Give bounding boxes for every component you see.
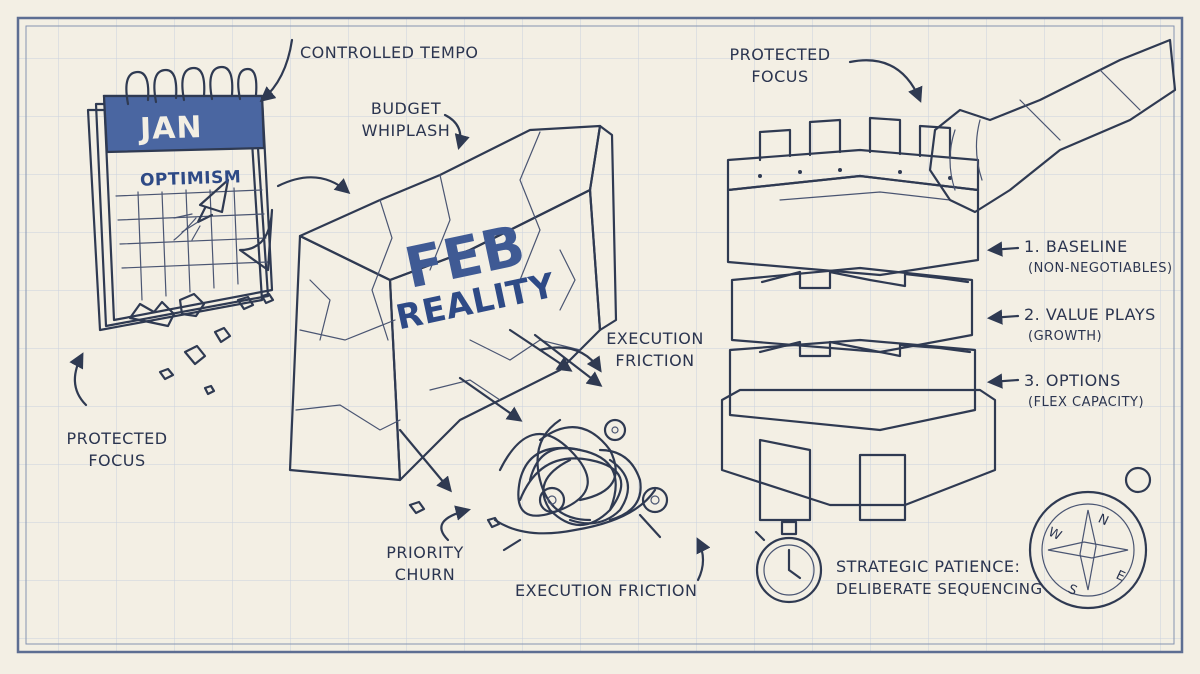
label-priority: PRIORITY [386, 543, 464, 562]
strategy-line-1: STRATEGIC PATIENCE: [836, 557, 1021, 576]
label-focus: FOCUS [88, 451, 146, 470]
label-execution-friction-top: EXECUTION FRICTION [600, 328, 710, 372]
tower-layer-sub: (FLEX CAPACITY) [1028, 395, 1145, 410]
calendar-month: JAN [139, 109, 204, 148]
label-protected: PROTECTED [729, 45, 831, 64]
label-protected: PROTECTED [66, 429, 168, 448]
tower-layer-title: 1. BASELINE [1024, 237, 1128, 256]
label-protected-focus-top: PROTECTED FOCUS [725, 44, 835, 88]
tower-layer-label-1: 1. BASELINE (NON-NEGOTIABLES) [1024, 236, 1173, 280]
compass-icon [1028, 466, 1152, 610]
label-execution: EXECUTION [606, 329, 704, 348]
cracked-wall [288, 124, 618, 482]
frame-border [16, 16, 1184, 654]
stopwatch-icon [754, 520, 823, 604]
tangled-cables-icon [493, 418, 669, 552]
tower-layer-sub: (GROWTH) [1028, 329, 1103, 344]
label-protected-focus-left: PROTECTED FOCUS [62, 428, 172, 472]
label-churn: CHURN [394, 565, 456, 584]
calendar-icon [86, 65, 274, 332]
tower-layer-sub: (NON-NEGOTIABLES) [1028, 261, 1173, 276]
label-budget-whiplash: BUDGET WHIPLASH [356, 98, 456, 142]
calendar-caption: OPTIMISM [139, 167, 242, 191]
label-budget: BUDGET [370, 99, 442, 118]
tower-layer-3 [728, 338, 977, 432]
gloved-hand-icon [928, 38, 1177, 214]
debris [158, 292, 501, 529]
gear-icon [538, 418, 669, 514]
tower-layer-2 [730, 266, 974, 354]
tower-layer-title: 3. OPTIONS [1024, 371, 1121, 390]
label-whiplash: WHIPLASH [361, 121, 451, 140]
label-execution-friction-bottom: EXECUTION FRICTION [515, 581, 698, 600]
flow-arrow-calendar-to-wall [276, 176, 351, 195]
tower-layer-title: 2. VALUE PLAYS [1024, 305, 1156, 324]
tower-layer-label-2: 2. VALUE PLAYS (GROWTH) [1024, 304, 1156, 348]
label-priority-churn: PRIORITY CHURN [380, 542, 470, 586]
label-focus: FOCUS [751, 67, 809, 86]
rocket-icon [173, 178, 230, 241]
tower-layer-label-3: 3. OPTIONS (FLEX CAPACITY) [1024, 370, 1144, 414]
label-friction: FRICTION [615, 351, 695, 370]
annotation-arrows [69, 38, 1020, 582]
strategy-label: STRATEGIC PATIENCE: DELIBERATE SEQUENCIN… [836, 556, 1043, 600]
frame-inner-border [25, 25, 1175, 645]
strategy-line-2: DELIBERATE SEQUENCING [836, 580, 1043, 598]
label-controlled-tempo: CONTROLLED TEMPO [300, 43, 479, 62]
tower [720, 116, 997, 522]
